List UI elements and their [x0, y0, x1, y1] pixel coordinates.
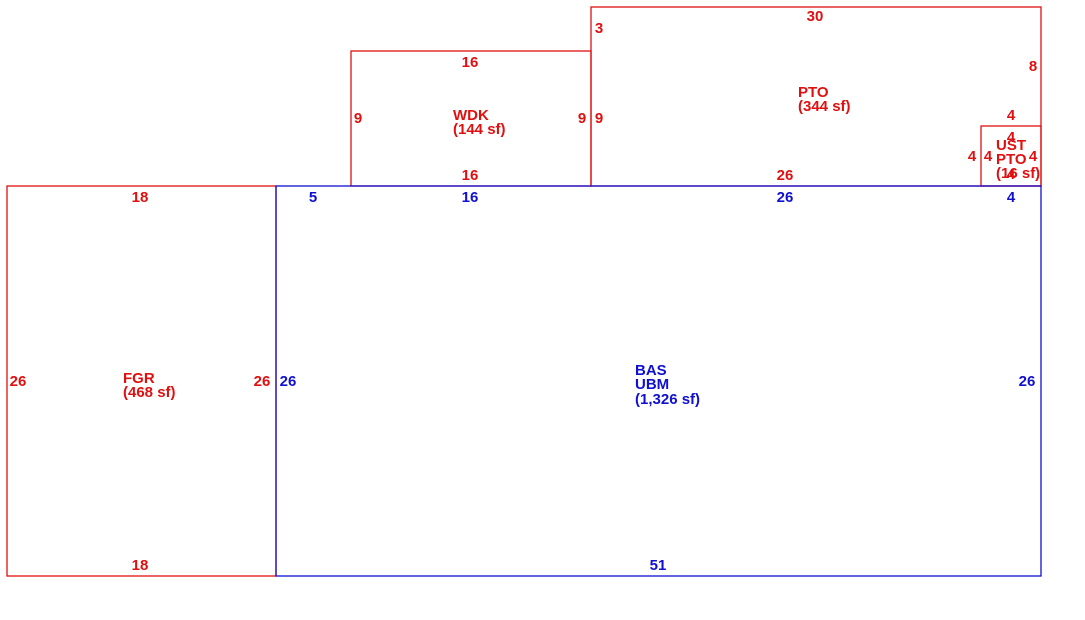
bas-top-dimension-d: 4 [1007, 189, 1016, 206]
pto-bottom-dimension: 26 [777, 167, 794, 184]
ust-bottom-dimension: 4 [1007, 166, 1016, 183]
wdk-right-dimension: 9 [578, 110, 586, 127]
wdk-bottom-dimension: 16 [462, 167, 479, 184]
bas-top-dimension-b: 16 [462, 189, 479, 206]
wdk-left-dimension: 9 [354, 110, 362, 127]
bas-area-label: (1,326 sf) [635, 391, 700, 408]
ust-inner-top-dimension: 4 [1007, 129, 1016, 146]
bas-top-dimension-c: 26 [777, 189, 794, 206]
ust-left-outer-dimension: 4 [968, 148, 977, 165]
pto-area-label: (344 sf) [798, 98, 851, 115]
ust-top-dimension: 4 [1007, 107, 1016, 124]
wdk-top-dimension: 16 [462, 54, 479, 71]
fgr-bottom-dimension: 18 [132, 557, 149, 574]
fgr-area-label: (468 sf) [123, 384, 176, 401]
pto-left-dimension: 9 [595, 110, 603, 127]
fgr-left-dimension: 26 [10, 373, 27, 390]
bas-bottom-dimension: 51 [650, 557, 667, 574]
pto-code-label: PTO [798, 84, 829, 101]
fgr-right-dimension: 26 [254, 373, 271, 390]
ust-code2-label: PTO [996, 151, 1027, 168]
ust-area-label: (16 sf) [996, 165, 1040, 182]
pto-top-dimension: 30 [807, 8, 824, 25]
pto-right-dimension: 8 [1029, 58, 1037, 75]
ust-code-label: UST [996, 137, 1026, 154]
bas-outline [275, 185, 1042, 577]
fgr-code-label: FGR [123, 370, 155, 387]
bas-top-dimension-a: 5 [309, 189, 317, 206]
bas-right-dimension: 26 [1019, 373, 1036, 390]
bas-left-dimension: 26 [280, 373, 297, 390]
pto-left-upper-dimension: 3 [595, 20, 603, 37]
wdk-area-label: (144 sf) [453, 121, 506, 138]
wdk-code-label: WDK [453, 107, 489, 124]
bas-code-label: BAS [635, 362, 667, 379]
fgr-top-dimension: 18 [132, 189, 149, 206]
ust-right-dimension: 4 [1029, 148, 1038, 165]
bas-code2-label: UBM [635, 376, 669, 393]
ust-left-inner-dimension: 4 [984, 148, 993, 165]
